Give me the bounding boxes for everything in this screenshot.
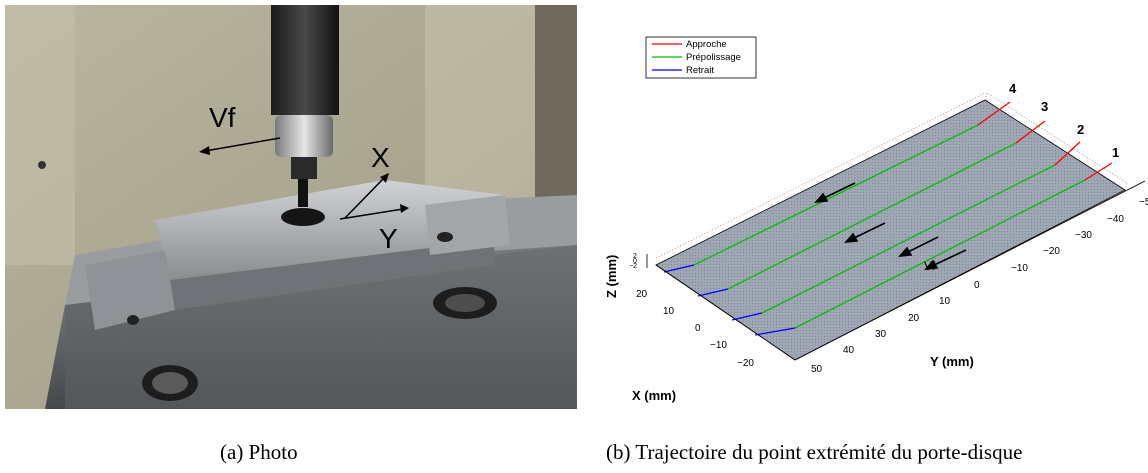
prepolissage-line-2 — [761, 164, 1056, 314]
direction-arrows — [814, 182, 967, 270]
z-tick-1: 2 — [633, 253, 637, 260]
trajectory-plot: Approche Prépolissage Retrait 1 2 3 — [604, 36, 1148, 403]
z-tick-3: −2 — [629, 263, 637, 270]
y-axis-label: Y (mm) — [930, 354, 974, 369]
y-label: Y — [379, 223, 398, 254]
y-tick-6: 0 — [974, 280, 980, 291]
legend-label-prepolissage: Prépolissage — [686, 52, 741, 63]
approche-line-1 — [1084, 162, 1113, 181]
approche-line-2 — [1054, 141, 1081, 166]
path-2: 2 — [731, 122, 1084, 321]
path-number-4: 4 — [1009, 81, 1017, 96]
approche-line-3 — [1015, 120, 1046, 144]
legend-label-retrait: Retrait — [686, 65, 714, 76]
x-tick-3: 0 — [695, 323, 701, 334]
approche-line-4 — [977, 101, 1011, 126]
retrait-line-4 — [663, 264, 695, 273]
y-tick-3: −30 — [1075, 230, 1092, 241]
z-tick-2: 0 — [633, 258, 637, 265]
y-tick-10: 40 — [843, 345, 855, 356]
x-label: X — [371, 142, 390, 173]
legend-label-approche: Approche — [686, 39, 727, 50]
x-tick-5: −20 — [737, 358, 754, 369]
x-tick-1: 20 — [636, 289, 648, 300]
y-tick-2: −40 — [1107, 214, 1124, 225]
y-axis-line — [794, 180, 1146, 361]
vf-label: Vf — [209, 102, 236, 133]
y-tick-4: −20 — [1043, 246, 1060, 257]
path-3: 3 — [697, 99, 1048, 297]
prepolissage-line-4 — [693, 124, 979, 266]
y-tick-5: −10 — [1011, 263, 1028, 274]
retrait-line-3 — [697, 288, 729, 297]
z-axis-label: Z (mm) — [604, 255, 619, 298]
path-number-3: 3 — [1041, 99, 1048, 114]
x-axis-label: X (mm) — [632, 388, 676, 403]
path-number-2: 2 — [1077, 122, 1084, 137]
retrait-line-1 — [754, 327, 796, 336]
path-4: 4 — [663, 81, 1017, 273]
surface-plane — [655, 99, 1126, 361]
x-tick-2: 10 — [663, 306, 675, 317]
caption-a: (a) Photo — [220, 440, 298, 464]
x-axis-line — [655, 264, 796, 361]
y-tick-9: 30 — [875, 329, 887, 340]
retrait-line-2 — [731, 312, 763, 321]
prepolissage-line-1 — [794, 179, 1086, 329]
legend: Approche Prépolissage Retrait — [645, 36, 757, 79]
caption-b: (b) Trajectoire du point extrémité du po… — [606, 440, 1023, 464]
path-1: 1 — [754, 145, 1119, 336]
y-tick-11: 50 — [811, 364, 823, 375]
vf-plot-label: Vf — [924, 259, 936, 273]
path-number-1: 1 — [1112, 145, 1119, 160]
x-tick-4: −10 — [710, 340, 727, 351]
y-tick-7: 10 — [939, 296, 951, 307]
y-tick-1: −50 — [1139, 197, 1148, 208]
machine-photo: Vf X Y — [5, 5, 577, 409]
y-tick-8: 20 — [908, 313, 920, 324]
prepolissage-line-3 — [727, 142, 1017, 290]
